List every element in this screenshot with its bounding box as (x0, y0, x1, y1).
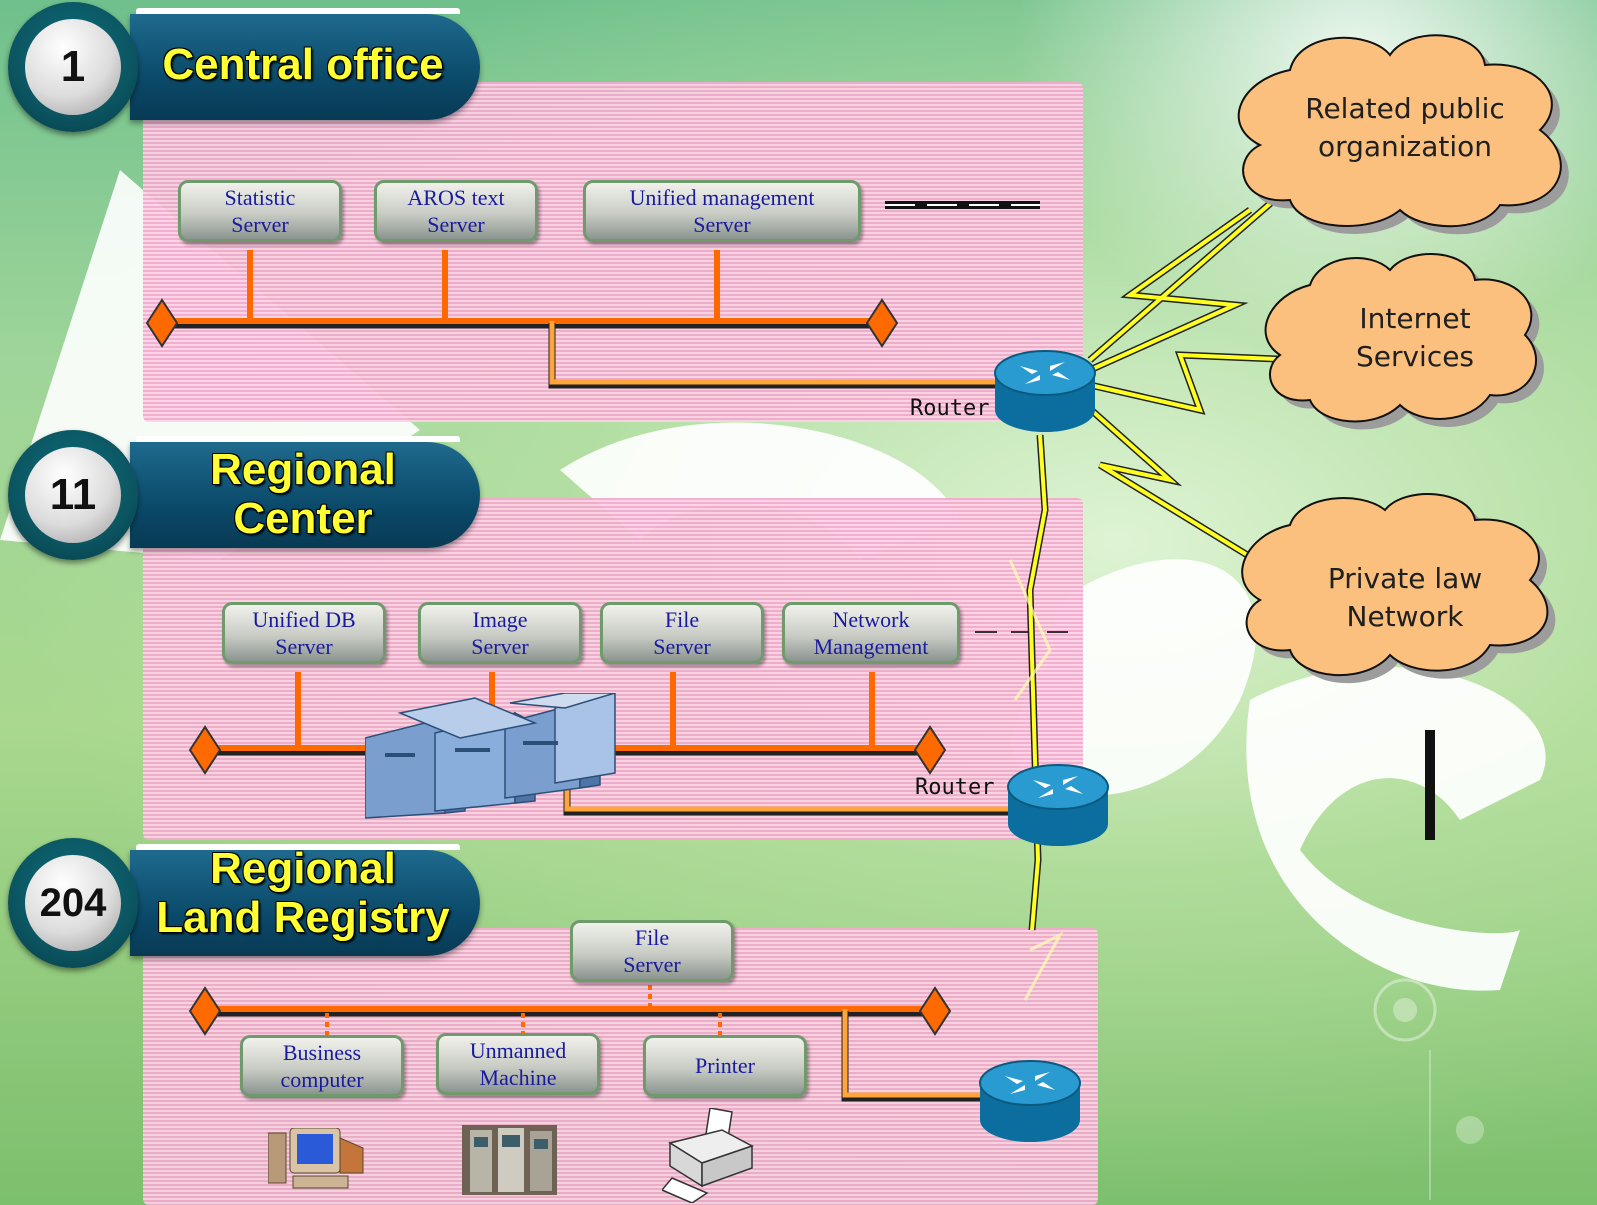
cloud-label-line1: Private law (1327, 562, 1483, 595)
node-label-line1: Business (282, 1039, 362, 1065)
banner-title-bar (130, 8, 480, 120)
node-label: Printer (695, 1053, 755, 1079)
section-title: Regional Center (148, 445, 458, 544)
central-office-banner: 1 Central office (8, 2, 488, 137)
node-label-line2: Server (623, 952, 681, 977)
node-label-line1: Image (472, 606, 528, 632)
node-label-line1: Statistic (224, 184, 296, 210)
badge-number: 204 (25, 855, 121, 951)
node-label-line1: Unified management (629, 184, 815, 210)
banner-title-bar (130, 844, 480, 956)
node-label-line2: Server (471, 634, 529, 659)
section-title-line2: Center (233, 494, 373, 544)
section-title: Regional Land Registry (143, 844, 463, 943)
router-label: Router (915, 775, 995, 800)
node-label-line1: Unmanned (469, 1037, 567, 1063)
node-label-line2: Server (275, 634, 333, 659)
node-label-line2: Server (427, 212, 485, 237)
internet-services-cloud: Internet Services (1265, 300, 1565, 390)
badge-number: 11 (25, 447, 121, 543)
land-registry-banner: 204 Regional Land Registry (8, 838, 488, 973)
badge-number: 1 (25, 19, 121, 115)
related-public-organization-cloud: Related public organization (1255, 90, 1555, 180)
banner-title-bar (130, 436, 480, 548)
private-law-network-cloud: Private law Network (1255, 560, 1555, 650)
node-label-line1: AROS text (407, 184, 505, 210)
cloud-label-line2: Services (1355, 339, 1475, 373)
cloud-label-line1: Related public (1305, 92, 1505, 125)
section-title-line2: Land Registry (156, 893, 450, 943)
section-badge: 204 (8, 838, 138, 968)
cloud-label-line2: organization (1317, 129, 1493, 163)
section-badge: 1 (8, 2, 138, 132)
node-label-line1: File (634, 924, 670, 950)
node-label-line2: Server (653, 634, 711, 659)
regional-center-banner: 11 Regional Center (8, 430, 488, 565)
section-title-line1: Regional (210, 445, 396, 494)
node-label-line2: Machine (479, 1065, 557, 1090)
node-label-line1: File (664, 606, 700, 632)
section-title-line1: Regional (210, 844, 396, 893)
node-label-line1: Unified DB (252, 606, 356, 632)
node-label-line1: Network (832, 606, 910, 632)
node-label-line2: Management (813, 634, 929, 659)
section-badge: 11 (8, 430, 138, 560)
section-title: Central office (162, 40, 444, 89)
node-label-line2: computer (280, 1067, 364, 1092)
cloud-label-line1: Internet (1359, 302, 1471, 335)
router-label: Router (910, 396, 990, 421)
printer-node[interactable]: Printer (643, 1035, 807, 1097)
node-label-line2: Server (693, 212, 751, 237)
cloud-label-line2: Network (1346, 599, 1464, 633)
node-label-line2: Server (231, 212, 289, 237)
